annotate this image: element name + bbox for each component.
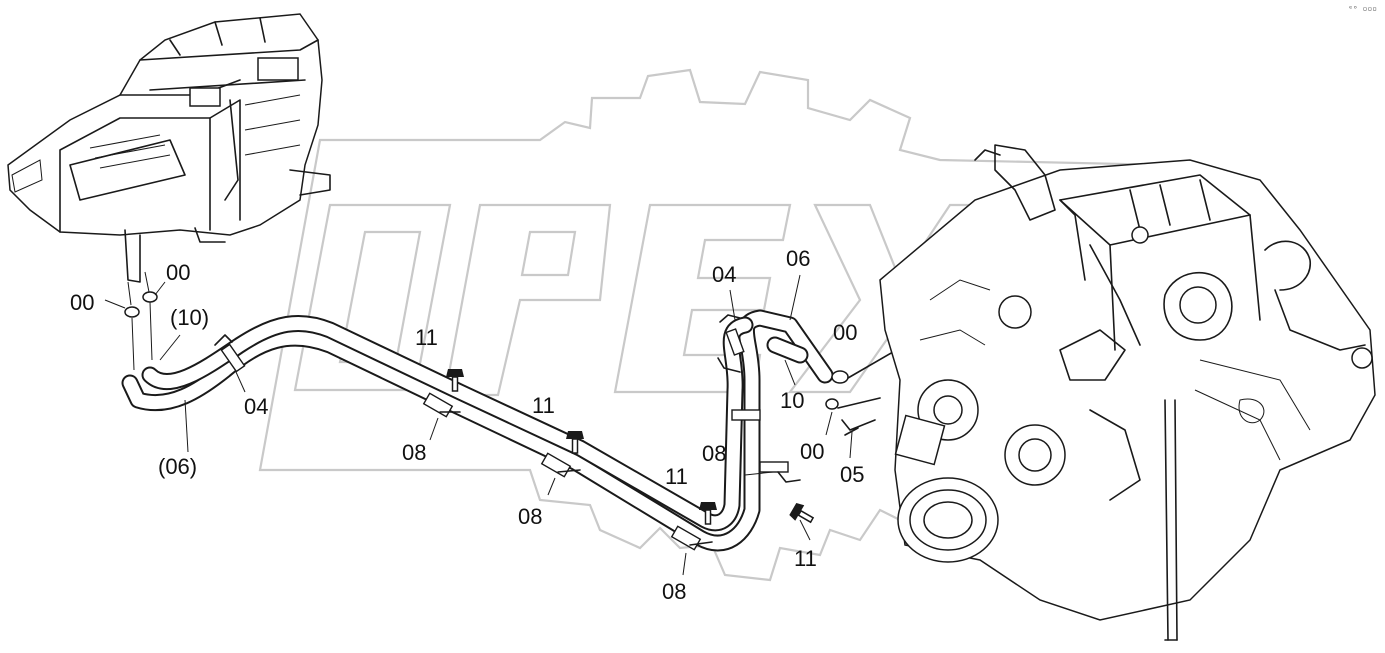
hvac-unit xyxy=(7,13,331,283)
seal-ring-a xyxy=(124,306,140,318)
bolt-icon xyxy=(699,502,717,525)
label-hose-supply: (06) xyxy=(158,454,197,479)
label-clip-2: 08 xyxy=(518,504,542,529)
label-hose-right: 06 xyxy=(786,246,810,271)
label-clip-1: 08 xyxy=(402,440,426,465)
label-clamp-left: 04 xyxy=(244,394,268,419)
label-hose-short: 10 xyxy=(780,388,804,413)
label-bolt-2: 11 xyxy=(532,393,555,418)
label-fitting: 05 xyxy=(840,462,864,487)
label-hvac-seal-b: 00 xyxy=(166,260,190,285)
leader-lines xyxy=(104,274,853,576)
bolts xyxy=(446,369,815,525)
engine-fittings xyxy=(825,344,906,436)
hose-clips xyxy=(214,314,801,551)
corner-mark: ᵉᵒ ▫▫▫ xyxy=(1348,4,1377,13)
seal-ring-b xyxy=(142,291,158,303)
heater-hoses xyxy=(121,309,834,552)
label-bolt-4: 11 xyxy=(794,546,817,571)
label-seal-engine-b: 00 xyxy=(800,439,824,464)
part-labels: 00 00 (10) 04 (06) 11 08 11 08 11 08 04 … xyxy=(70,246,864,604)
seal-ring-d xyxy=(825,398,839,410)
label-hvac-seal-a: 00 xyxy=(70,290,94,315)
hvac-seals xyxy=(124,271,158,371)
label-seal-engine-a: 00 xyxy=(833,320,857,345)
seal-ring-c xyxy=(831,370,849,384)
bolt-icon xyxy=(566,431,584,454)
bolt-icon xyxy=(446,369,464,392)
label-bolt-1: 11 xyxy=(415,325,438,350)
label-clamp-right: 04 xyxy=(712,262,736,287)
label-clip-3: 08 xyxy=(662,579,686,604)
label-bolt-3: 11 xyxy=(665,464,688,489)
label-hose-return: (10) xyxy=(170,305,209,330)
bolt-icon xyxy=(789,502,815,524)
label-clip-4: 08 xyxy=(702,441,726,466)
engine-assembly xyxy=(879,144,1376,641)
